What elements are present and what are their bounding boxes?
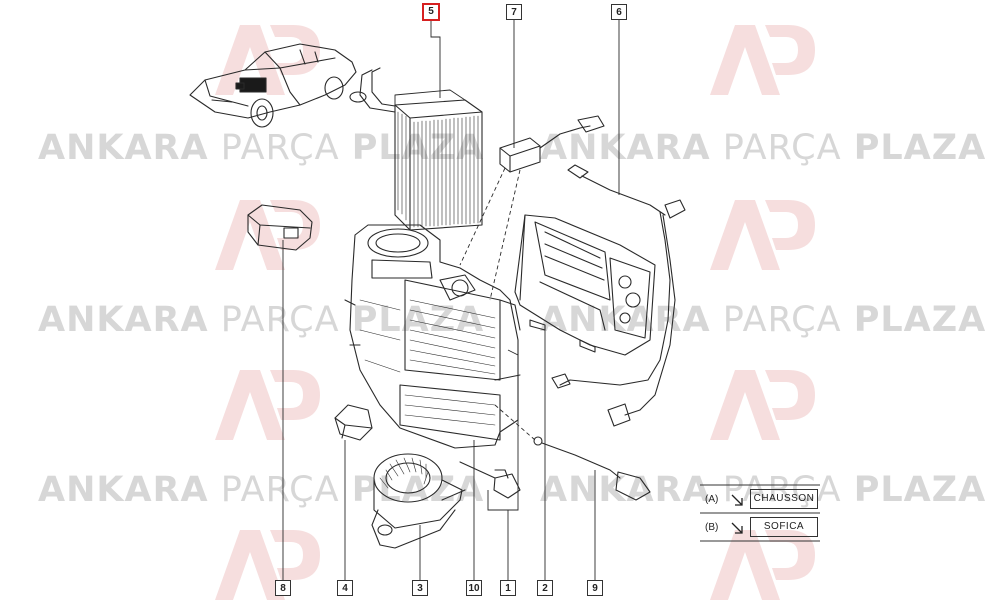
callout-1[interactable]: 1 [500,580,516,596]
callout-10[interactable]: 10 [466,580,482,596]
air-distribution-housing [514,214,656,356]
relay-unit [334,404,373,441]
sensor-cable [533,436,651,501]
legend-label-b: SOFICA [750,517,818,537]
dashed-leader-lines [459,167,536,441]
legend-key-a: (A) [705,494,719,505]
legend-key-b: (B) [705,522,719,533]
callout-7[interactable]: 7 [506,4,522,20]
heater-unit-box [344,224,521,449]
car-illustration [189,43,357,128]
callout-2[interactable]: 2 [537,580,553,596]
watermark-row-1b: ANKARA PARÇA PLAZA [540,128,987,168]
leader-lines [282,20,620,582]
heater-core [349,67,483,231]
wiring-harness [551,164,686,427]
callout-9[interactable]: 9 [587,580,603,596]
legend-row-b: (B) SOFICA [705,517,820,539]
watermark-row-1: ANKARA PARÇA PLAZA [38,128,485,168]
callout-3[interactable]: 3 [412,580,428,596]
legend-label-a: CHAUSSON [750,489,818,509]
watermark-row-2: ANKARA PARÇA PLAZA [38,300,485,340]
watermark-row-3b: ANKARA PARÇA PLAZA [540,470,987,510]
blower-control-module [499,115,605,173]
watermark-row-2b: ANKARA PARÇA PLAZA [540,300,987,340]
callout-5[interactable]: 5 [422,3,440,21]
callout-6[interactable]: 6 [611,4,627,20]
callout-8[interactable]: 8 [275,580,291,596]
logo-watermarks [215,25,815,600]
legend-row-a: (A) CHAUSSON [705,489,820,511]
temperature-sensor [459,461,521,499]
resistor-pack [247,204,313,251]
arrow-down-right-icon [731,522,743,534]
legend-rules [700,484,820,542]
arrow-down-right-icon [731,494,743,506]
blower-motor-fan [371,453,466,549]
callout-4[interactable]: 4 [337,580,353,596]
